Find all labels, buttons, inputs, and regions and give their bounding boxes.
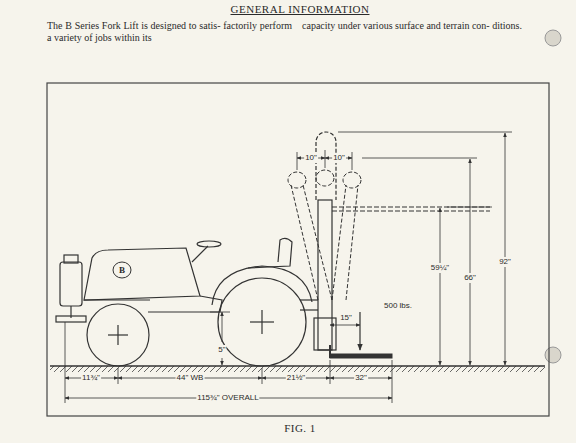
- tractor-body: [56, 316, 86, 322]
- tractor-body: [192, 246, 208, 262]
- tractor-body: [56, 238, 318, 322]
- logo-badge: [113, 262, 131, 278]
- dimension-line: [330, 325, 360, 326]
- tilted-mast-phantom: [346, 185, 358, 300]
- dimension-label: 15": [339, 313, 353, 323]
- tractor-body: [197, 241, 221, 247]
- page-heading: GENERAL INFORMATION: [231, 3, 370, 15]
- tractor-body: [300, 299, 318, 300]
- dimension-label: 59¼": [430, 263, 450, 273]
- dimension-label: 10": [304, 153, 318, 163]
- front-wheel: [87, 304, 149, 366]
- tractor-body: [64, 255, 78, 263]
- figure-frame: [47, 83, 549, 416]
- dimension-label: 92": [498, 257, 512, 267]
- binder-hole: [545, 30, 561, 46]
- fork: [330, 354, 392, 358]
- dimension-line: [210, 312, 230, 313]
- figure-frame: [47, 83, 549, 416]
- dimension-line: [297, 152, 298, 170]
- dimension-line: [359, 312, 360, 350]
- logo-badge: [113, 262, 131, 278]
- tilted-mast-phantom: [332, 185, 346, 300]
- dimension-label: 5": [217, 345, 226, 355]
- intro-paragraph: capacity under various surface and terra…: [302, 20, 548, 32]
- tilted-mast-phantom: [343, 172, 361, 188]
- binder-hole: [545, 30, 561, 363]
- dimension-line: [330, 360, 331, 384]
- dimension-line: [325, 150, 326, 168]
- dimension-label: 32": [354, 373, 368, 383]
- tilted-mast-phantom: [303, 185, 332, 300]
- rear-wheel: [218, 278, 306, 366]
- intro-paragraph: The B Series Fork Lift is designed to sa…: [47, 20, 292, 44]
- mast: [316, 132, 336, 200]
- mast: [318, 200, 332, 350]
- dimension-line: [222, 312, 223, 342]
- dimension-line: [392, 360, 393, 403]
- rear-wheel: [218, 278, 306, 366]
- binder-hole: [545, 347, 561, 363]
- ground-line: [50, 366, 545, 372]
- tractor-body: [148, 296, 222, 312]
- rear-wheel: [261, 310, 262, 334]
- tractor-body: [248, 238, 292, 268]
- dimension-label: 10": [332, 153, 346, 163]
- dimension-line: [362, 158, 477, 159]
- fork: [329, 345, 331, 358]
- dimension-line: [440, 208, 441, 365]
- dimension-line: [222, 358, 223, 365]
- mast: [314, 318, 336, 350]
- dimension-label: 44" WB: [176, 373, 205, 383]
- raised-fork-phantom: [332, 211, 490, 212]
- tilted-mast-phantom: [288, 170, 361, 300]
- tilted-mast-phantom: [291, 185, 318, 300]
- dimension-line: [65, 132, 512, 403]
- dimension-line: [262, 368, 263, 384]
- tilted-mast-phantom: [288, 172, 306, 188]
- dimension-line: [505, 133, 506, 365]
- dimension-line: [470, 159, 471, 365]
- tilted-mast-phantom: [316, 170, 334, 186]
- tractor-body: [212, 266, 312, 305]
- figure-caption: FIG. 1: [284, 422, 316, 434]
- fork: [330, 345, 392, 358]
- dimension-line: [352, 152, 353, 170]
- dimension-line: [447, 207, 492, 208]
- load-label: 500 lbs.: [383, 301, 413, 311]
- tractor-body: [84, 299, 150, 300]
- logo-letter: B: [119, 265, 125, 275]
- dimension-label: 21½": [286, 373, 306, 383]
- tractor-body: [300, 309, 318, 310]
- tractor-body: [84, 248, 200, 300]
- dimension-line: [338, 132, 512, 133]
- dimension-label: 11¾": [81, 373, 101, 383]
- dimension-label: 115¾" OVERALL: [196, 393, 259, 403]
- dimension-line: [118, 368, 119, 384]
- ground-line: [50, 366, 545, 372]
- front-wheel: [87, 304, 149, 366]
- front-wheel: [117, 325, 118, 345]
- dimension-line: [65, 322, 66, 403]
- tractor-body: [60, 262, 82, 306]
- dimension-label: 66": [463, 273, 477, 283]
